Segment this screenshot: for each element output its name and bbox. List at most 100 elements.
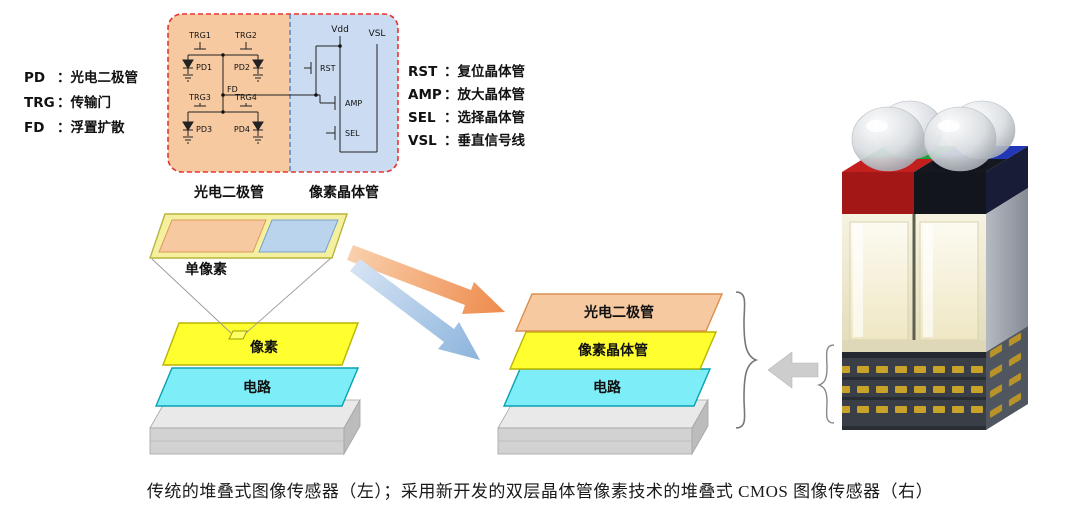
circuit-wires — [187, 36, 378, 153]
legend-abbr: TRG — [24, 95, 55, 111]
legend-sep: ： — [57, 95, 71, 111]
label-fd: FD — [227, 85, 238, 94]
pixel-transistor-region — [290, 14, 398, 172]
legend-abbr: FD — [24, 120, 45, 136]
stacked-cmos-sensor-render — [842, 100, 1028, 430]
microlens-front-left — [851, 106, 925, 172]
label-vsl: VSL — [369, 29, 386, 39]
legend-item-fd: FD ：浮置扩散 — [24, 116, 138, 141]
legend-abbr: VSL — [408, 133, 437, 149]
base-bottom-edge — [842, 426, 986, 430]
blue-arrow-icon — [350, 259, 480, 360]
base-seam-2 — [842, 397, 986, 400]
legend-label: 放大晶体管 — [457, 87, 526, 103]
orange-arrow-icon — [347, 245, 505, 314]
legend-item-sel: SEL ：选择晶体管 — [408, 107, 525, 130]
legend-item-rst: RST ：复位晶体管 — [408, 61, 525, 84]
legend-label: 选择晶体管 — [457, 110, 526, 126]
left-circuit-layer — [154, 367, 360, 407]
photodiode-icons — [182, 59, 264, 144]
label-trg3: TRG3 — [188, 93, 211, 102]
right-pixel-transistor-label: 像素晶体管 — [578, 342, 648, 359]
left-pixel-layer — [161, 322, 360, 366]
left-stack: 电路 像素 单像素 — [149, 213, 361, 456]
circuit-dashed-border — [167, 13, 399, 173]
legend-item-pd: PD ：光电二极管 — [24, 66, 138, 91]
legend-label: 传输门 — [70, 95, 112, 111]
legend-sep: ： — [57, 70, 71, 86]
body-bottom-strip — [842, 340, 986, 352]
label-pd1: PD1 — [196, 63, 212, 72]
body-center-gap — [912, 214, 916, 352]
label-pd3: PD3 — [196, 125, 212, 134]
base-seam-1 — [842, 377, 986, 380]
legend-abbr: SEL — [408, 110, 436, 126]
legend-left: PD：光电二极管 TRG：传输门 FD：浮置扩散 — [24, 66, 138, 141]
photodiode-section-label: 光电二极管 — [193, 184, 264, 201]
legend-sep: ： — [444, 110, 458, 126]
legend-sep: ： — [444, 87, 458, 103]
legend-item-amp: AMP：放大晶体管 — [408, 84, 525, 107]
legend-sep: ： — [444, 64, 458, 80]
single-pixel-marker — [228, 330, 248, 340]
legend-abbr: PD — [24, 70, 46, 86]
left-base-slab — [149, 398, 361, 456]
legend-item-trg: TRG：传输门 — [24, 91, 138, 116]
pd1-photodiode-icon — [182, 59, 194, 69]
label-amp: AMP — [345, 99, 362, 108]
microlens-domes — [851, 100, 1016, 172]
single-pixel-label: 单像素 — [185, 261, 227, 278]
legend-sep: ： — [57, 120, 71, 136]
photodiode-region — [168, 14, 290, 172]
right-pixel-transistor-layer — [508, 331, 718, 370]
legend-sep: ： — [444, 133, 458, 149]
legend-label: 垂直信号线 — [457, 133, 526, 149]
label-sel: SEL — [345, 129, 360, 138]
legend-abbr: RST — [408, 64, 438, 80]
pd2-photodiode-icon — [252, 59, 264, 69]
pixel-transistor-section-label: 像素晶体管 — [309, 184, 379, 201]
left-circuit-label: 电路 — [243, 379, 272, 396]
filter-front-red — [842, 172, 914, 214]
projection-lines — [151, 257, 332, 334]
base-side-gold-pattern — [986, 326, 1028, 430]
label-pd4: PD4 — [234, 125, 250, 134]
gray-left-arrow-icon — [767, 351, 819, 389]
legend-label: 浮置扩散 — [70, 120, 125, 136]
right-photodiode-label: 光电二极管 — [583, 304, 654, 321]
panel-highlight-left — [853, 225, 863, 337]
panel-photodiode-pane — [158, 219, 267, 253]
legend-label: 复位晶体管 — [457, 64, 526, 80]
base-gold-pattern — [842, 352, 986, 430]
body-side-face — [986, 188, 1028, 352]
left-pixel-label: 像素 — [250, 339, 278, 356]
label-trg2: TRG2 — [234, 31, 257, 40]
label-pd2: PD2 — [234, 63, 250, 72]
sensor-brace — [816, 344, 835, 424]
figure-caption: 传统的堆叠式图像传感器（左）；采用新开发的双层晶体管像素技术的堆叠式 CMOS … — [146, 482, 934, 501]
pixel-circuit-diagram: TRG1 TRG2 TRG3 TRG4 PD1 PD2 PD3 PD4 FD V… — [167, 13, 399, 201]
panel-transistor-pane — [258, 219, 339, 253]
right-circuit-layer — [502, 368, 712, 407]
label-trg4: TRG4 — [234, 93, 257, 102]
label-rst: RST — [320, 64, 336, 73]
panel-highlight-right — [923, 225, 933, 337]
label-vdd: Vdd — [331, 25, 349, 35]
single-pixel-panel — [149, 213, 348, 259]
legend-item-vsl: VSL ：垂直信号线 — [408, 130, 525, 153]
label-trg1: TRG1 — [188, 31, 211, 40]
pd4-photodiode-icon — [252, 121, 264, 131]
filter-front-dark — [914, 172, 986, 214]
right-stack: 电路 像素晶体管 光电二极管 — [497, 293, 724, 456]
right-photodiode-layer — [514, 293, 724, 332]
microlens-front-right — [923, 106, 997, 172]
legend-abbr: AMP — [408, 87, 442, 103]
filter-side-face — [986, 146, 1028, 214]
base-top-edge — [842, 352, 986, 358]
right-circuit-label: 电路 — [593, 379, 622, 396]
right-base-slab — [497, 398, 709, 456]
legend-label: 光电二极管 — [70, 70, 139, 86]
legend-right: RST：复位晶体管 AMP：放大晶体管 SEL：选择晶体管 VSL：垂直信号线 — [408, 61, 525, 153]
